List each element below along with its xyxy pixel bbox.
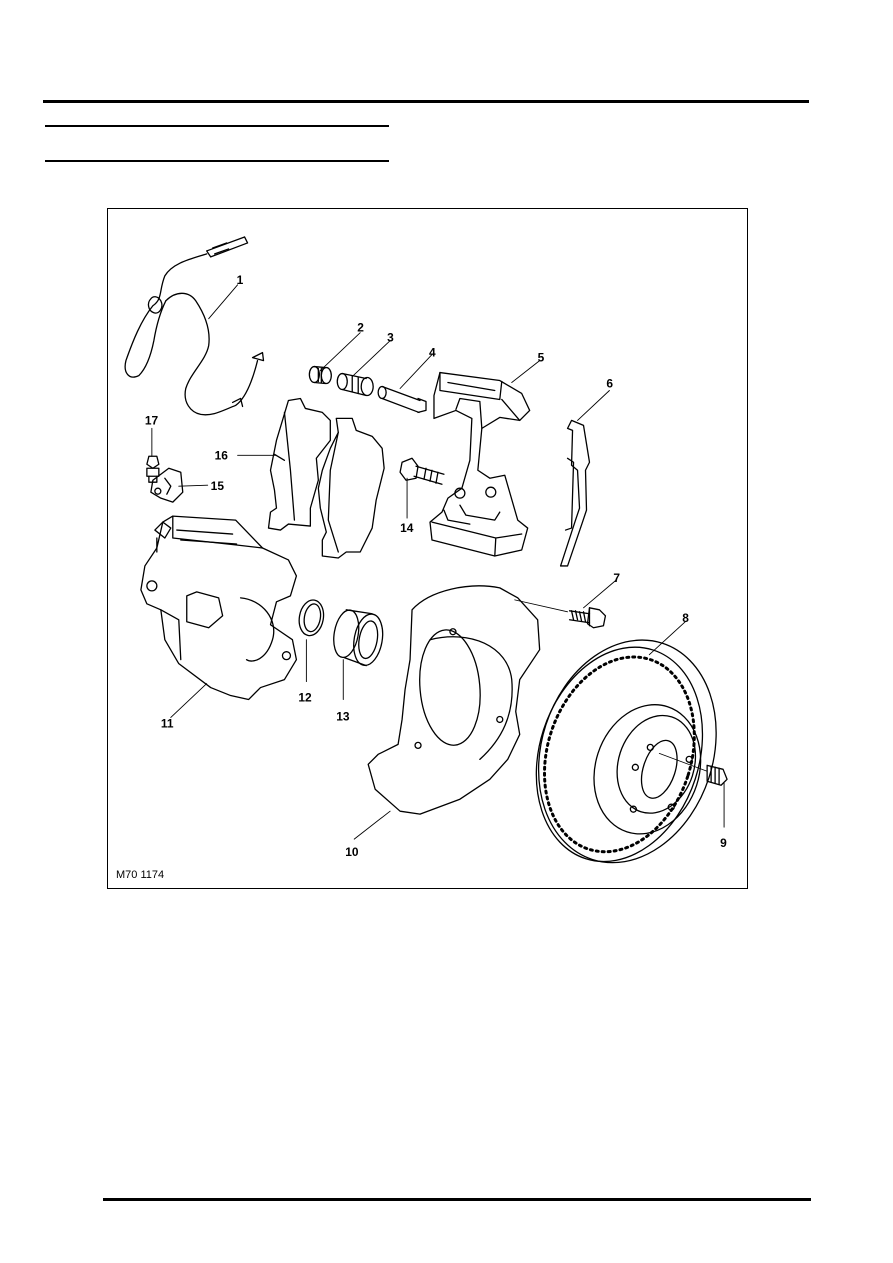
- callout-2: 2: [357, 321, 364, 335]
- brake-assembly-figure: 1 2 3 4 5 6 7 8 9 10 11 12 13 14 15 16 1…: [107, 208, 748, 889]
- splash-shield-part: [367, 585, 568, 815]
- brake-disc-part: [535, 639, 717, 864]
- guide-pin-bush-part: [308, 365, 332, 385]
- callout-8: 8: [682, 611, 689, 625]
- callout-7: 7: [613, 571, 620, 585]
- callout-16: 16: [215, 448, 229, 462]
- callout-11: 11: [161, 716, 174, 730]
- dust-boot-part: [336, 372, 374, 397]
- guide-pin-part: [377, 385, 427, 414]
- carrier-bolt-part: [399, 457, 445, 485]
- shield-bolt-part: [568, 607, 607, 629]
- figure-reference: M70 1174: [116, 869, 165, 881]
- callout-14: 14: [400, 521, 414, 535]
- caliper-carrier-part: [429, 371, 531, 557]
- wheel-stud-part: [658, 752, 728, 786]
- callout-15: 15: [211, 479, 225, 493]
- piston-seal-part: [298, 599, 325, 637]
- piston-part: [333, 609, 384, 667]
- callout-9: 9: [720, 836, 727, 850]
- callout-3: 3: [387, 331, 394, 345]
- callout-4: 4: [429, 346, 436, 360]
- anti-rattle-spring-part: [559, 419, 591, 567]
- bleed-screw-part: [146, 455, 160, 483]
- footer-rule: [103, 1198, 811, 1201]
- callout-12: 12: [298, 691, 312, 705]
- header-rule-section-top: [45, 125, 389, 127]
- callout-labels: 1 2 3 4 5 6 7 8 9 10 11 12 13 14 15 16 1…: [145, 273, 727, 859]
- header-rule-section-bottom: [45, 160, 389, 162]
- wear-sensor-harness-part: [124, 236, 265, 416]
- brake-pads-part: [267, 397, 385, 559]
- hose-bracket-part: [150, 467, 184, 503]
- callout-13: 13: [336, 709, 350, 723]
- exploded-view-drawing: 1 2 3 4 5 6 7 8 9 10 11 12 13 14 15 16 1…: [124, 236, 728, 864]
- callout-17: 17: [145, 413, 159, 427]
- callout-leaders: [151, 284, 725, 840]
- callout-1: 1: [237, 273, 244, 287]
- caliper-body-part: [140, 515, 298, 701]
- header-rule-top: [43, 100, 809, 103]
- callout-10: 10: [345, 845, 359, 859]
- callout-5: 5: [538, 351, 545, 365]
- callout-6: 6: [606, 377, 613, 391]
